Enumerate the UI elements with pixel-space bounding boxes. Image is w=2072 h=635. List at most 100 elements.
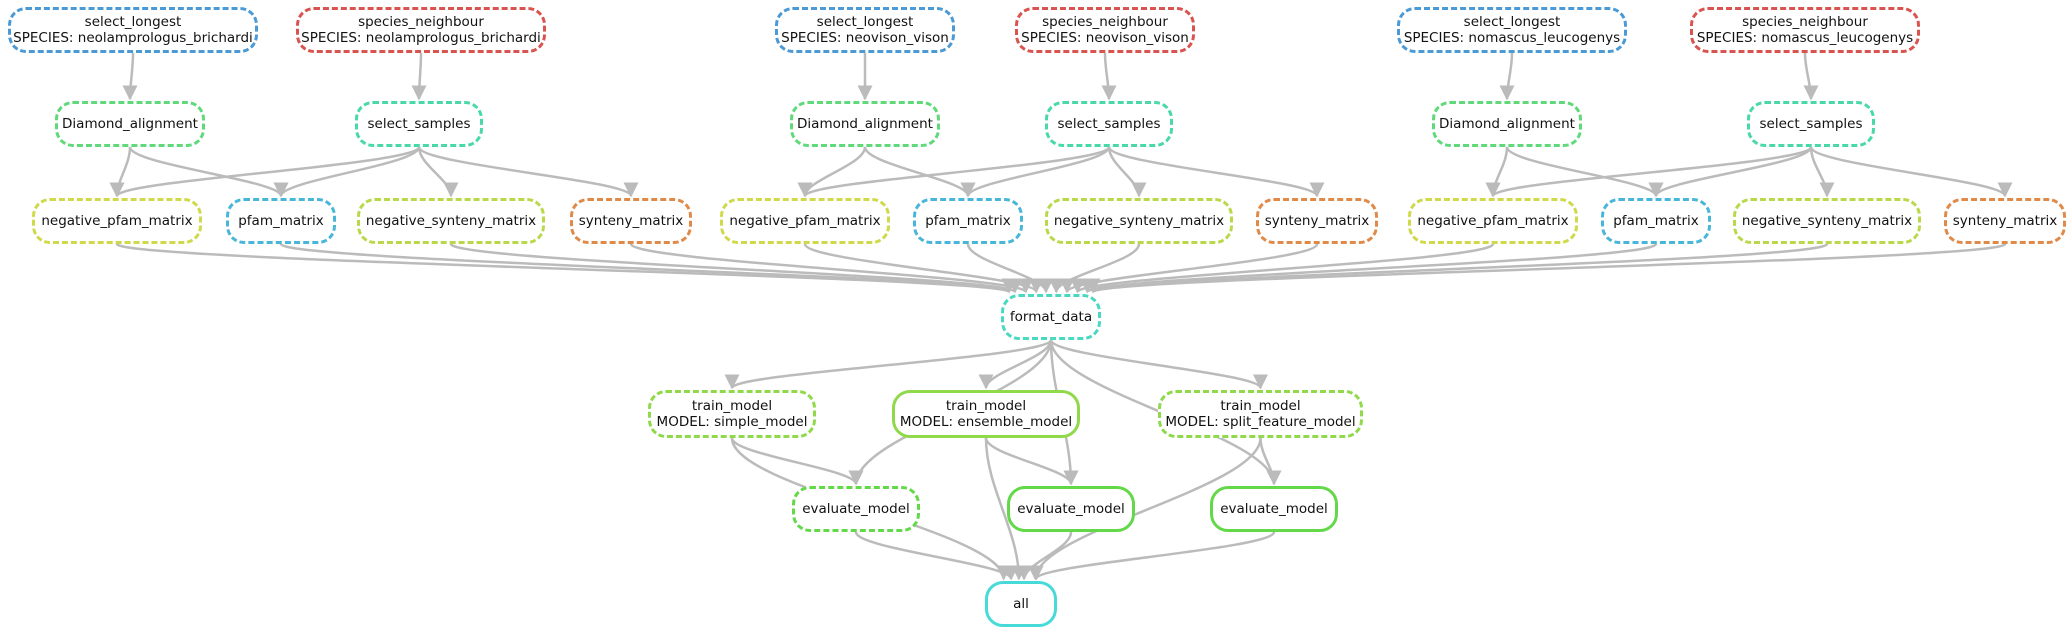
edge-ss2-to-np2 <box>797 145 1111 198</box>
node-label: negative_pfam_matrix <box>1417 213 1569 229</box>
node-label: negative_synteny_matrix <box>365 213 537 229</box>
node-evaluate-model: evaluate_model <box>792 486 920 532</box>
node-label: pfam_matrix <box>238 213 324 229</box>
node-param-label: MODEL: split_feature_model <box>1165 414 1356 430</box>
edge-np1-to-fd <box>115 242 1016 294</box>
node-negative-pfam-matrix: negative_pfam_matrix <box>32 198 202 244</box>
node-negative-synteny-matrix: negative_synteny_matrix <box>357 198 545 244</box>
edge-np2-to-fd <box>803 243 1044 294</box>
node-param-label: SPECIES: nomascus_leucogenys <box>1403 30 1621 46</box>
edge-da2-to-np2 <box>797 146 867 198</box>
edge-tm1-to-ev1 <box>730 437 864 486</box>
node-label: select_longest <box>1463 14 1561 30</box>
node-pfam-matrix: pfam_matrix <box>1601 198 1711 244</box>
node-param-label: SPECIES: nomascus_leucogenys <box>1696 30 1914 46</box>
node-label: train_model <box>691 398 773 414</box>
node-label: negative_synteny_matrix <box>1741 213 1913 229</box>
node-format-data: format_data <box>1001 294 1101 340</box>
node-negative-pfam-matrix: negative_pfam_matrix <box>1408 198 1578 244</box>
node-select-samples: select_samples <box>1045 101 1173 147</box>
node-label: train_model <box>945 398 1027 414</box>
node-evaluate-model: evaluate_model <box>1210 486 1338 532</box>
node-pfam-matrix: pfam_matrix <box>913 198 1023 244</box>
edge-ss3-to-ns3 <box>1809 146 1835 198</box>
edge-ss2-to-ns2 <box>1107 146 1147 198</box>
edge-fd-to-tm1 <box>724 338 1053 390</box>
node-label: negative_pfam_matrix <box>729 213 881 229</box>
node-param-label: SPECIES: neovison_vison <box>781 30 949 46</box>
node-synteny-matrix: synteny_matrix <box>570 198 692 244</box>
node-evaluate-model: evaluate_model <box>1007 486 1135 532</box>
edge-ss3-to-pf3 <box>1648 146 1813 198</box>
edge-sn3-to-ss3 <box>1803 52 1819 101</box>
edge-fd-to-tm2 <box>978 339 1053 390</box>
edge-sl3-to-da3 <box>1499 52 1515 101</box>
edge-sn2-to-ss2 <box>1101 52 1117 101</box>
node-label: synteny_matrix <box>578 213 684 229</box>
node-label: synteny_matrix <box>1264 213 1370 229</box>
edge-fd-to-tm3 <box>1049 339 1268 390</box>
edge-ss1-to-sy1 <box>417 146 639 198</box>
node-label: all <box>1013 596 1029 612</box>
node-label: evaluate_model <box>1017 501 1125 517</box>
edge-ev2-to-all <box>1016 531 1073 581</box>
edge-ss3-to-np3 <box>1485 145 1813 198</box>
edge-sn1-to-ss1 <box>411 52 427 101</box>
edge-ss3-to-sy3 <box>1809 146 2013 198</box>
node-label: select_longest <box>816 14 914 30</box>
node-synteny-matrix: synteny_matrix <box>1256 198 1378 244</box>
edge-tm2-to-ev2 <box>984 437 1079 486</box>
node-select-samples: select_samples <box>1747 101 1875 147</box>
edge-ev1-to-all <box>854 531 1019 581</box>
node-label: select_samples <box>1057 116 1161 132</box>
node-param-label: SPECIES: neovison_vison <box>1021 30 1189 46</box>
node-param-label: MODEL: ensemble_model <box>899 414 1073 430</box>
node-label: species_neighbour <box>1742 14 1868 30</box>
node-diamond-alignment: Diamond_alignment <box>790 101 940 147</box>
edge-pf3-to-fd <box>1080 242 1658 294</box>
edge-tm2-to-all <box>984 437 1027 581</box>
node-pfam-matrix: pfam_matrix <box>226 198 336 244</box>
edge-sl1-to-da1 <box>122 52 138 101</box>
node-diamond-alignment: Diamond_alignment <box>1432 101 1582 147</box>
node-param-label: SPECIES: neolamprologus_brichardi <box>13 30 253 46</box>
node-negative-synteny-matrix: negative_synteny_matrix <box>1733 198 1921 244</box>
node-label: select_samples <box>367 116 471 132</box>
edge-da3-to-pf3 <box>1505 146 1664 198</box>
edge-ss1-to-ns1 <box>417 146 459 198</box>
edge-sy1-to-fd <box>629 242 1033 294</box>
edge-ss2-to-pf2 <box>960 146 1111 198</box>
node-label: format_data <box>1009 309 1093 325</box>
edge-da1-to-pf1 <box>128 146 289 198</box>
edge-tm3-to-all <box>1027 437 1262 581</box>
node-param-label: MODEL: simple_model <box>656 414 808 430</box>
node-label: train_model <box>1220 398 1301 414</box>
node-label: negative_synteny_matrix <box>1053 213 1225 229</box>
node-negative-pfam-matrix: negative_pfam_matrix <box>720 198 890 244</box>
node-label: pfam_matrix <box>1613 213 1699 229</box>
edge-tm3-to-ev3 <box>1259 437 1282 486</box>
node-param-label: SPECIES: neolamprologus_brichardi <box>301 30 541 46</box>
node-all: all <box>985 581 1057 627</box>
edge-da1-to-np1 <box>109 146 132 198</box>
node-label: species_neighbour <box>358 14 484 30</box>
edge-pf1-to-fd <box>279 242 1016 294</box>
edge-ss1-to-pf1 <box>273 146 421 198</box>
edge-ns1-to-fd <box>449 242 1023 294</box>
node-label: negative_pfam_matrix <box>41 213 193 229</box>
node-label: synteny_matrix <box>1952 213 2058 229</box>
edge-ns2-to-fd <box>1048 243 1141 294</box>
node-label: pfam_matrix <box>925 213 1011 229</box>
edge-da3-to-np3 <box>1485 146 1509 198</box>
node-label: Diamond_alignment <box>62 116 198 132</box>
